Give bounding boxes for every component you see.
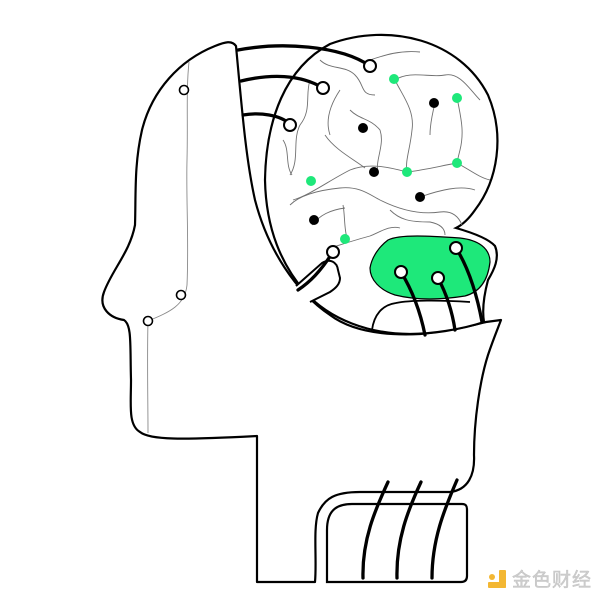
connector-node bbox=[431, 271, 445, 285]
face-seam-line bbox=[147, 61, 190, 434]
face-node bbox=[142, 315, 154, 327]
connector-node bbox=[326, 245, 340, 259]
black-neural-dots bbox=[309, 98, 439, 225]
connector-node bbox=[394, 265, 408, 279]
connector-node bbox=[363, 59, 377, 73]
connector-node bbox=[449, 241, 463, 255]
face-node bbox=[175, 289, 187, 301]
connector-nodes bbox=[283, 59, 463, 285]
watermark-text: 金色财经 bbox=[511, 569, 592, 592]
jinse-logo-icon bbox=[487, 569, 506, 588]
face-node bbox=[178, 84, 190, 96]
watermark: 金色财经 bbox=[487, 565, 592, 592]
green-neural-dots bbox=[306, 74, 462, 244]
brain-folds bbox=[282, 51, 491, 249]
connector-node bbox=[316, 81, 330, 95]
face-nodes bbox=[142, 84, 190, 327]
head-profile bbox=[101, 41, 503, 584]
neck-to-base-wires bbox=[361, 478, 459, 580]
connector-node bbox=[283, 118, 297, 132]
